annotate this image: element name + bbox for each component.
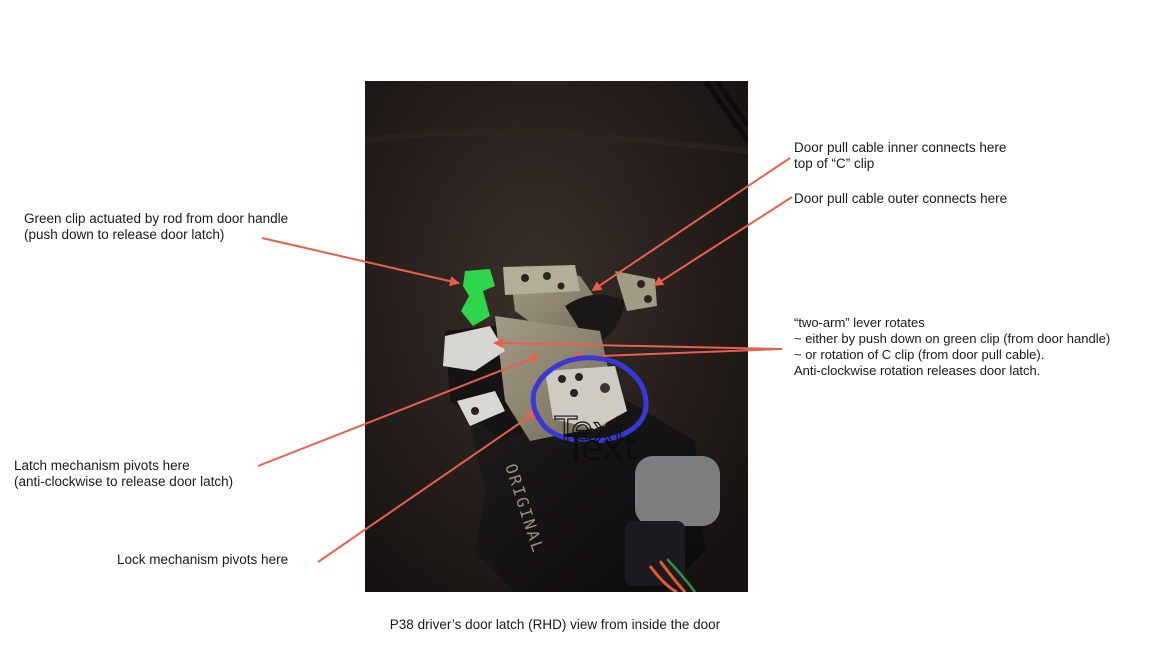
- lever-hole-2: [575, 373, 583, 381]
- two-arm-lever-label-line-4: Anti-clockwise rotation releases door la…: [794, 363, 1041, 378]
- top-tab-hole-3: [557, 282, 565, 290]
- connector-wire-green: [666, 558, 696, 592]
- right-bracket-hole-1: [637, 280, 645, 288]
- photo-top-right-cable: [702, 81, 748, 143]
- latch-pivot-label-line-2: (anti-clockwise to release door latch): [14, 474, 234, 489]
- inner-cable-label-line-2: top of “C” clip: [794, 156, 875, 171]
- outer-cable-label: Door pull cable outer connects here: [794, 191, 1007, 207]
- connector-wires: [648, 560, 687, 592]
- right-bracket-hole-2: [644, 295, 652, 303]
- top-tab: [503, 265, 580, 295]
- two-arm-lever-label: “two-arm” lever rotates ~ either by push…: [794, 315, 1110, 379]
- latch-pivot-label: Latch mechanism pivots here (anti-clockw…: [14, 458, 233, 490]
- inner-cable-label-line-1: Door pull cable inner connects here: [794, 140, 1007, 155]
- top-tab-hole-2: [543, 272, 551, 280]
- outer-cable-label-line-1: Door pull cable outer connects here: [794, 191, 1008, 206]
- green-clip-label-line-1: Green clip actuated by rod from door han…: [24, 211, 289, 226]
- green-clip: [461, 269, 495, 326]
- green-clip-label: Green clip actuated by rod from door han…: [24, 211, 288, 243]
- door-latch-photo: ORIGINAL: [365, 81, 748, 592]
- inner-cable-label: Door pull cable inner connects here top …: [794, 140, 1006, 172]
- c-clip: [565, 294, 625, 346]
- green-clip-label-line-2: (push down to release door latch): [24, 227, 225, 242]
- two-arm-lever-label-line-2: ~ either by push down on green clip (fro…: [794, 331, 1111, 346]
- lever-hole-4: [600, 383, 610, 393]
- lever-hole-1: [558, 375, 566, 383]
- actuator-connector: [625, 521, 685, 586]
- lever-hole-3: [570, 389, 578, 397]
- white-link-hole: [471, 407, 479, 415]
- lock-pivot-label-line-1: Lock mechanism pivots here: [117, 552, 289, 567]
- top-tab-hole-1: [521, 274, 529, 282]
- actuator-body: [635, 456, 720, 526]
- figure-caption: P38 driver’s door latch (RHD) view from …: [389, 617, 721, 632]
- latch-pivot-label-line-1: Latch mechanism pivots here: [14, 458, 190, 473]
- two-arm-lever-label-line-1: “two-arm” lever rotates: [794, 315, 925, 330]
- two-arm-lever-label-line-3: ~ or rotation of C clip (from door pull …: [794, 347, 1045, 362]
- lock-pivot-label: Lock mechanism pivots here: [117, 552, 288, 568]
- photo-wood-grain: [365, 130, 748, 154]
